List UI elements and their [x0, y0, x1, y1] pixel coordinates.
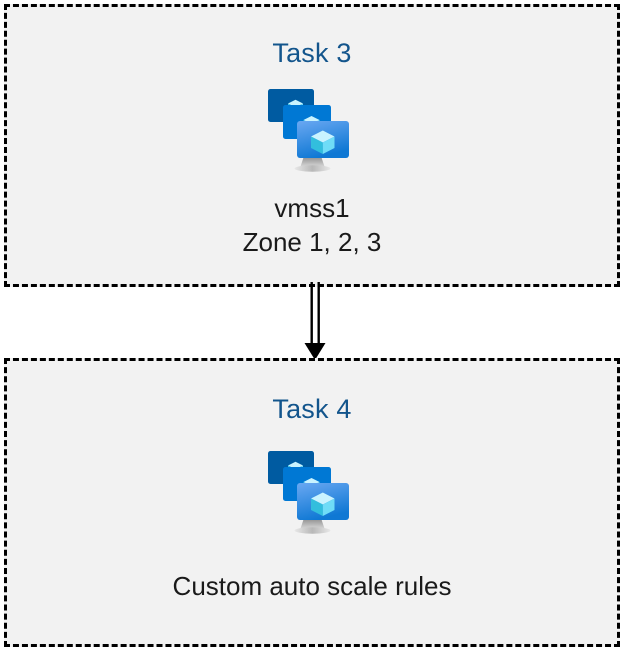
- task-box-task3[interactable]: Task 3: [4, 4, 620, 287]
- task-box-task4-labels: Custom auto scale rules: [173, 569, 452, 603]
- azure-vm-scale-set-icon-svg: [268, 451, 349, 534]
- connector-task3-to-task4: [296, 280, 336, 364]
- task-box-task3-label-line-1: vmss1: [274, 193, 350, 223]
- azure-vm-scale-set-icon: [257, 443, 367, 543]
- task-box-task3-content: Task 3: [7, 7, 617, 284]
- task-box-task4-label-line-1: Custom auto scale rules: [172, 571, 452, 601]
- azure-vm-scale-set-icon-svg: [268, 89, 349, 172]
- double-line-arrow-icon: [304, 282, 326, 360]
- task-box-task4-heading: Task 4: [272, 394, 352, 424]
- task-box-task3-heading: Task 3: [272, 38, 352, 68]
- task-box-task3-label-line-2: Zone 1, 2, 3: [242, 227, 382, 257]
- task-box-task3-labels: vmss1 Zone 1, 2, 3: [243, 191, 382, 259]
- azure-vm-scale-set-icon: [257, 81, 367, 181]
- task-box-task4[interactable]: Task 4: [4, 358, 620, 647]
- task-box-task4-content: Task 4: [7, 361, 617, 644]
